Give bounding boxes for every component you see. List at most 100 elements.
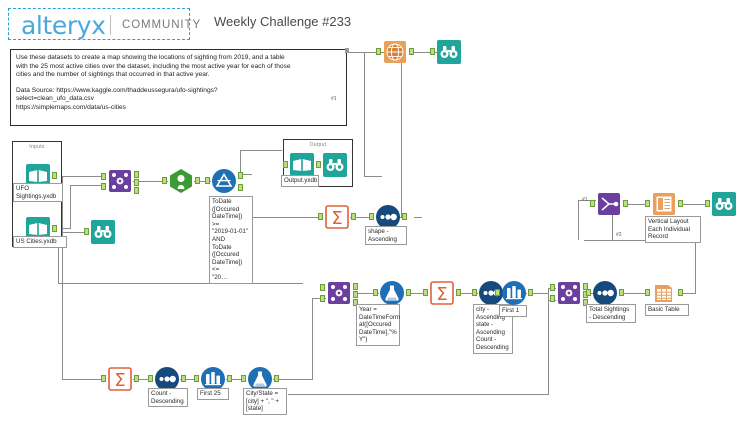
input-anchor[interactable] [472, 289, 477, 296]
input-anchor-left[interactable] [320, 284, 325, 291]
input-anchor[interactable] [369, 213, 374, 220]
wire [364, 52, 365, 177]
output-anchor-false[interactable] [238, 184, 243, 191]
comment-resize-handle[interactable] [345, 48, 349, 53]
output-anchor[interactable] [274, 375, 279, 382]
wire [288, 394, 549, 395]
input-anchor[interactable] [495, 289, 500, 296]
output-anchor-l[interactable] [583, 283, 588, 290]
output-anchor[interactable] [528, 289, 533, 296]
wire [412, 52, 438, 53]
input-anchor[interactable] [283, 161, 288, 168]
tool-sort-total-sightings[interactable] [586, 280, 624, 306]
output-anchor[interactable] [227, 375, 232, 382]
input-anchor[interactable] [590, 200, 595, 207]
input-anchor[interactable] [586, 289, 591, 296]
wire [678, 293, 696, 294]
tool-input-us-cities[interactable] [25, 216, 57, 242]
input-anchor[interactable] [162, 177, 167, 184]
tool-browse-us-cities[interactable] [84, 219, 116, 245]
tool-join-1[interactable] [101, 168, 139, 194]
output-anchor-r[interactable] [353, 299, 358, 306]
input-anchor-left[interactable] [550, 284, 555, 291]
tool-input-ufo-sightings[interactable] [25, 163, 57, 189]
input-anchor[interactable] [423, 289, 428, 296]
tool-browse-output[interactable] [316, 152, 348, 178]
label-sample-first-1: First 1 [499, 305, 527, 317]
output-anchor-r[interactable] [134, 187, 139, 194]
output-anchor[interactable] [678, 200, 683, 207]
input-anchor[interactable] [430, 48, 435, 55]
input-anchor-left[interactable] [101, 173, 106, 180]
tool-sort-count[interactable] [148, 366, 186, 392]
tool-sort-shape[interactable] [369, 204, 407, 230]
output-anchor[interactable] [52, 172, 57, 179]
input-anchor[interactable] [84, 228, 89, 235]
tool-formula-city-state[interactable] [241, 366, 279, 392]
inputs-container-header: Inputs [29, 144, 45, 150]
output-anchor[interactable] [406, 289, 411, 296]
output-anchor-j[interactable] [353, 291, 358, 298]
input-anchor[interactable] [148, 375, 153, 382]
tool-summarize-3[interactable]: Σ [423, 280, 461, 306]
output-anchor[interactable] [623, 200, 628, 207]
comment-source-3: https://simplemaps.com/data/us-cities [16, 103, 126, 111]
input-anchor[interactable] [101, 375, 106, 382]
alteryx-community-logo: alteryx COMMUNITY [8, 8, 200, 40]
output-anchor[interactable] [181, 375, 186, 382]
output-anchor[interactable] [456, 289, 461, 296]
input-anchor[interactable] [376, 48, 381, 55]
output-anchor[interactable] [678, 289, 683, 296]
tool-unique-1[interactable] [162, 168, 200, 194]
connection-marker-1: #1 [582, 197, 588, 203]
output-anchor[interactable] [351, 213, 356, 220]
output-anchor-l[interactable] [134, 171, 139, 178]
input-anchor[interactable] [645, 289, 650, 296]
input-anchor[interactable] [316, 161, 321, 168]
input-anchor[interactable] [205, 177, 210, 184]
output-anchor[interactable] [619, 289, 624, 296]
tool-basic-table[interactable] [645, 280, 683, 306]
input-anchor[interactable] [318, 213, 323, 220]
input-anchor[interactable] [373, 289, 378, 296]
wire [584, 293, 601, 294]
input-anchor[interactable] [194, 375, 199, 382]
label-layout: Vertical Layout Each Individual Record [645, 216, 701, 243]
svg-text:Σ: Σ [114, 370, 125, 391]
input-anchor-right[interactable] [320, 295, 325, 302]
wire [406, 293, 428, 294]
tool-sample-first-1[interactable] [495, 280, 533, 306]
input-anchor[interactable] [705, 200, 710, 207]
output-anchor[interactable] [52, 225, 57, 232]
community-label: COMMUNITY [122, 19, 202, 31]
wire [548, 300, 549, 395]
tool-join-3[interactable] [550, 280, 588, 306]
output-anchor-j[interactable] [134, 179, 139, 186]
output-anchor[interactable] [409, 48, 414, 55]
output-anchor[interactable] [402, 213, 407, 220]
output-anchor-r[interactable] [583, 299, 588, 306]
output-anchor[interactable] [134, 375, 139, 382]
input-anchor-right[interactable] [550, 295, 555, 302]
output-anchor-l[interactable] [353, 283, 358, 290]
tool-filter-1[interactable] [205, 168, 243, 194]
tool-browse-final[interactable] [705, 191, 737, 217]
tool-join-2[interactable] [320, 280, 358, 306]
tool-union[interactable] [590, 191, 628, 217]
label-formula-city-state: City/State = [city] + ", " + [state] [243, 388, 287, 415]
output-anchor-true[interactable] [238, 172, 243, 179]
input-anchor[interactable] [241, 375, 246, 382]
tool-browse-map[interactable] [430, 39, 462, 65]
tool-summarize-2[interactable]: Σ [101, 366, 139, 392]
input-anchor-right[interactable] [101, 183, 106, 190]
tool-formula-year[interactable] [373, 280, 411, 306]
wire [53, 232, 89, 233]
wire [240, 150, 241, 176]
tool-layout[interactable] [645, 191, 683, 217]
tool-summarize-1[interactable]: Σ [318, 204, 356, 230]
input-anchor[interactable] [645, 200, 650, 207]
tool-sample-first-25[interactable] [194, 366, 232, 392]
tool-map-input[interactable] [376, 39, 414, 65]
output-anchor[interactable] [195, 177, 200, 184]
